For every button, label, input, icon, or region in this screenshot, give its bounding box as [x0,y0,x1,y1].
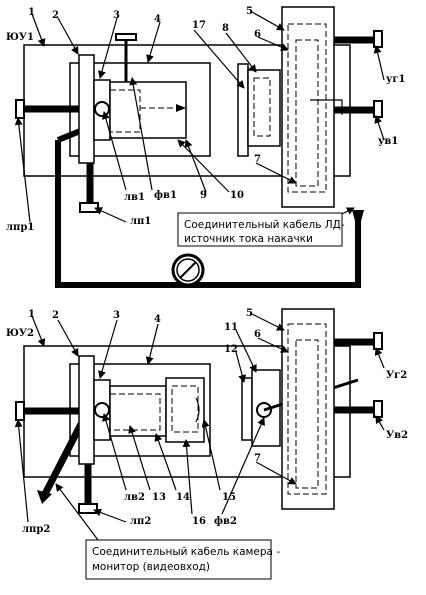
bottom-bottom-stem [78,462,98,514]
top-callout-1: 1 [28,7,35,18]
top-laser-dashed [109,89,141,133]
top-block-8 [247,69,281,147]
bottom-cable-note-box [85,539,272,580]
bottom-callout-16: 16 [192,516,206,527]
top-cable-note-box [177,212,343,247]
bottom-block-12 [241,377,253,441]
top-callout-10: 10 [230,190,244,201]
bottom-label-lpr2: лпр2 [22,524,50,535]
bottom-label-lv2: лв2 [124,492,145,503]
top-callout-17: 17 [192,20,206,31]
bottom-adjust-knob[interactable] [94,402,110,418]
top-callout-5: 5 [246,6,253,17]
bottom-panel-5 [281,308,335,510]
top-adjust-knob[interactable] [94,101,110,117]
top-panel-7 [295,39,319,187]
bottom-assembly: Соединительный кабель камера - монитор (… [6,308,408,580]
top-label-lp1: лп1 [130,216,151,227]
bottom-label-fv2: фв2 [214,516,237,527]
top-callout-4: 4 [154,14,161,25]
bottom-plate-2 [78,355,95,465]
bottom-cable-note-line2: монитор (видеовход) [92,561,210,573]
top-cable-note-line1: Соединительный кабель ЛД- [184,219,345,231]
top-label-fv1: фв1 [154,190,177,201]
top-label-lpr1: лпр1 [6,222,34,233]
bottom-callout-6: 6 [254,329,261,340]
bottom-callout-4: 4 [154,314,161,325]
top-assembly: Соединительный кабель ЛД- источник тока … [6,6,406,288]
top-cable-note-line2: источник тока накачки [184,233,313,245]
top-callout-8: 8 [222,23,229,34]
top-label-lv1: лв1 [124,192,145,203]
bottom-callout-1: 1 [28,309,35,320]
top-screw-head [115,33,137,41]
top-plate-2 [78,54,95,164]
bottom-callout-12: 12 [224,344,238,355]
bottom-unit-label: ЮУ2 [6,328,34,339]
top-label-uv1: ув1 [378,136,398,147]
bottom-label-lp2: лп2 [130,516,151,527]
bottom-callout-14: 14 [176,492,190,503]
bottom-callout-5: 5 [246,308,253,319]
top-pump-cable [55,140,361,288]
top-callout-3: 3 [113,10,120,21]
bottom-label-uv2: Ув2 [386,430,408,441]
bottom-cable-note-line1: Соединительный кабель камера - [92,546,280,558]
bottom-label-ug2: Уг2 [386,370,407,381]
bottom-callout-2: 2 [52,310,59,321]
bottom-callout-7: 7 [254,453,261,464]
top-unit-label: ЮУ1 [6,32,34,43]
top-panel-6 [287,23,327,193]
top-callout-2: 2 [52,10,59,21]
top-label-ug1: уг1 [386,74,406,85]
top-gauge [171,253,205,287]
top-laser-module [109,81,187,139]
bottom-panel-7 [295,339,319,489]
bottom-callout-11: 11 [224,322,238,333]
top-plate-17 [237,63,249,157]
bottom-callout-3: 3 [113,310,120,321]
bottom-panel-6 [287,323,327,495]
top-callout-6: 6 [254,29,261,40]
top-callout-9: 9 [200,190,207,201]
bottom-callout-15: 15 [222,492,236,503]
top-callout-7: 7 [254,154,261,165]
bottom-callout-13: 13 [152,492,166,503]
